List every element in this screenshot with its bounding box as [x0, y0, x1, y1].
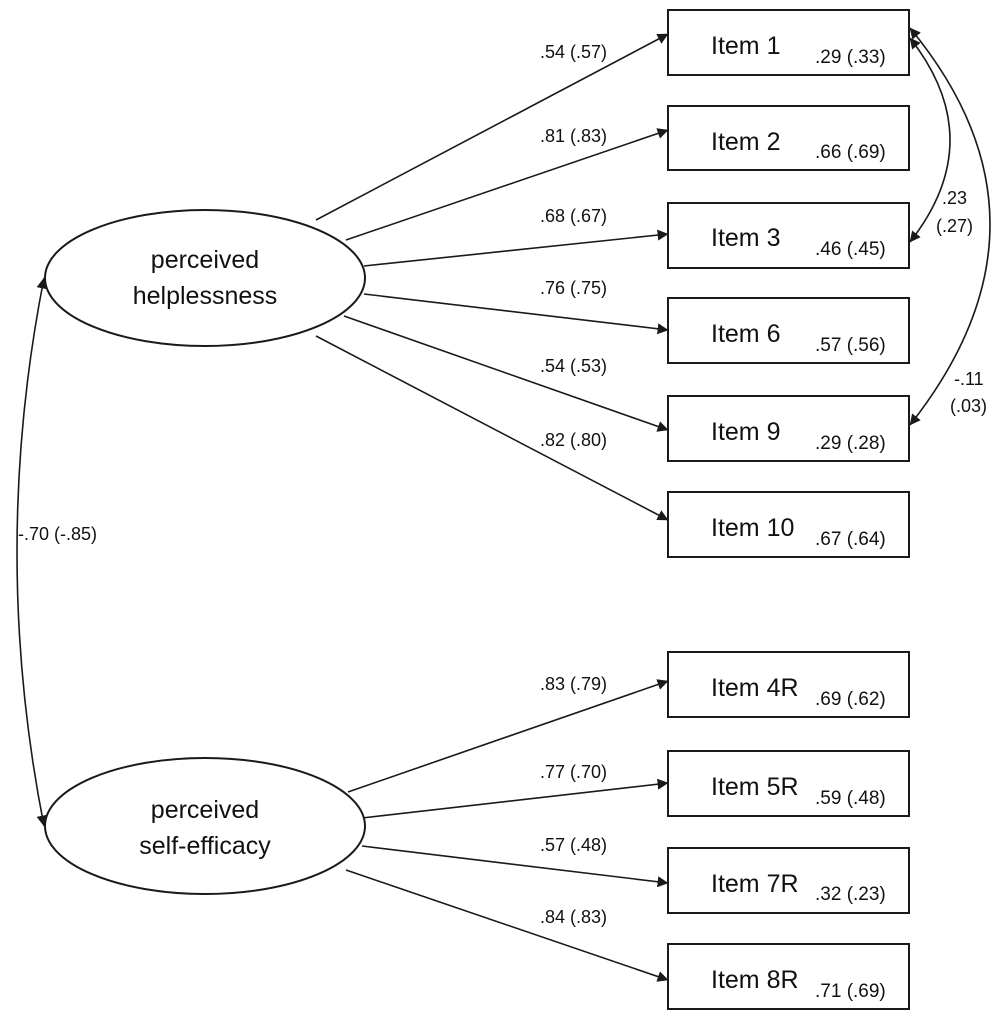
item-label: Item 3 [711, 224, 780, 252]
item-label: Item 10 [711, 514, 794, 542]
loading-arrow-item-2 [345, 128, 669, 241]
loading-arrow-item-6 [363, 293, 669, 335]
loading-label-item-1: .54 (.57) [540, 42, 607, 62]
factor-label-line1: perceived [151, 246, 259, 274]
item-box-frame [667, 202, 910, 269]
item-label: Item 7R [711, 870, 799, 898]
item-box-frame [667, 750, 910, 817]
item-r2: .66 (.69) [815, 142, 886, 163]
factor-label-line1: perceived [151, 796, 259, 824]
item-box-frame [667, 651, 910, 718]
item-box-3: Item 3 .46 (.45) [667, 202, 910, 269]
item-r2: .59 (.48) [815, 788, 886, 809]
item-r2: .71 (.69) [815, 981, 886, 1002]
item-label: Item 4R [711, 674, 799, 702]
item-label: Item 2 [711, 128, 780, 156]
item-box-8r: Item 8R .71 (.69) [667, 943, 910, 1010]
factor-ellipse [44, 757, 366, 895]
loading-label-item-2: .81 (.83) [540, 126, 607, 146]
item-r2: .32 (.23) [815, 884, 886, 905]
item-label: Item 9 [711, 418, 780, 446]
loading-arrow-item-8r [345, 869, 669, 982]
factor-perceived-self-efficacy: perceived self-efficacy [44, 757, 366, 895]
item-box-10: Item 10 .67 (.64) [667, 491, 910, 558]
loading-label-item-3: .68 (.67) [540, 206, 607, 226]
item-label: Item 5R [711, 773, 799, 801]
item-label: Item 1 [711, 32, 780, 60]
item-box-6: Item 6 .57 (.56) [667, 297, 910, 364]
item-box-5r: Item 5R .59 (.48) [667, 750, 910, 817]
loading-label-item-9: .54 (.53) [540, 356, 607, 376]
factor-perceived-helplessness: perceived helplessness [44, 209, 366, 347]
item-r2: .29 (.33) [815, 47, 886, 68]
loading-label-item-6: .76 (.75) [540, 278, 607, 298]
item-box-frame [667, 9, 910, 76]
item-box-4r: Item 4R .69 (.62) [667, 651, 910, 718]
loading-arrow-item-3 [363, 229, 669, 267]
loading-label-item-8r: .84 (.83) [540, 907, 607, 927]
item-r2: .67 (.64) [815, 529, 886, 550]
factor-label-line2: helplessness [133, 282, 278, 310]
error-covariance-item1-item3-label-line2: (.27) [936, 216, 973, 236]
loading-label-item-4r: .83 (.79) [540, 674, 607, 694]
item-box-1: Item 1 .29 (.33) [667, 9, 910, 76]
loading-label-item-5r: .77 (.70) [540, 762, 607, 782]
error-covariance-item1-item3-arrow [909, 37, 951, 243]
loading-arrow-item-4r [347, 679, 669, 793]
loading-arrow-item-5r [361, 778, 669, 819]
loading-label-item-7r: .57 (.48) [540, 835, 607, 855]
item-label: Item 6 [711, 320, 780, 348]
item-box-2: Item 2 .66 (.69) [667, 105, 910, 171]
item-r2: .69 (.62) [815, 689, 886, 710]
loading-arrow-item-10 [315, 335, 669, 521]
error-covariance-item1-item9-label-line1: -.11 [954, 369, 984, 389]
item-box-9: Item 9 .29 (.28) [667, 395, 910, 462]
factor-correlation-label: -.70 (-.85) [18, 524, 97, 544]
item-box-frame [667, 491, 910, 558]
factor-label-line2: self-efficacy [139, 832, 271, 860]
item-box-frame [667, 943, 910, 1010]
loading-arrow-item-1 [315, 33, 669, 221]
item-label: Item 8R [711, 966, 799, 994]
loading-arrow-item-7r [361, 845, 669, 888]
item-r2: .57 (.56) [815, 335, 886, 356]
item-box-frame [667, 847, 910, 914]
item-box-7r: Item 7R .32 (.23) [667, 847, 910, 914]
loading-arrow-item-9 [343, 315, 669, 432]
item-box-frame [667, 395, 910, 462]
item-r2: .29 (.28) [815, 433, 886, 454]
loading-label-item-10: .82 (.80) [540, 430, 607, 450]
factor-ellipse [44, 209, 366, 347]
error-covariance-item1-item9-arrow [909, 27, 991, 426]
factor-correlation-arrow [16, 277, 48, 827]
item-r2: .46 (.45) [815, 239, 886, 260]
error-covariance-item1-item9-label-line2: (.03) [950, 396, 987, 416]
item-box-frame [667, 297, 910, 364]
item-box-frame [667, 105, 910, 171]
error-covariance-item1-item3-label-line1: .23 [942, 188, 967, 208]
